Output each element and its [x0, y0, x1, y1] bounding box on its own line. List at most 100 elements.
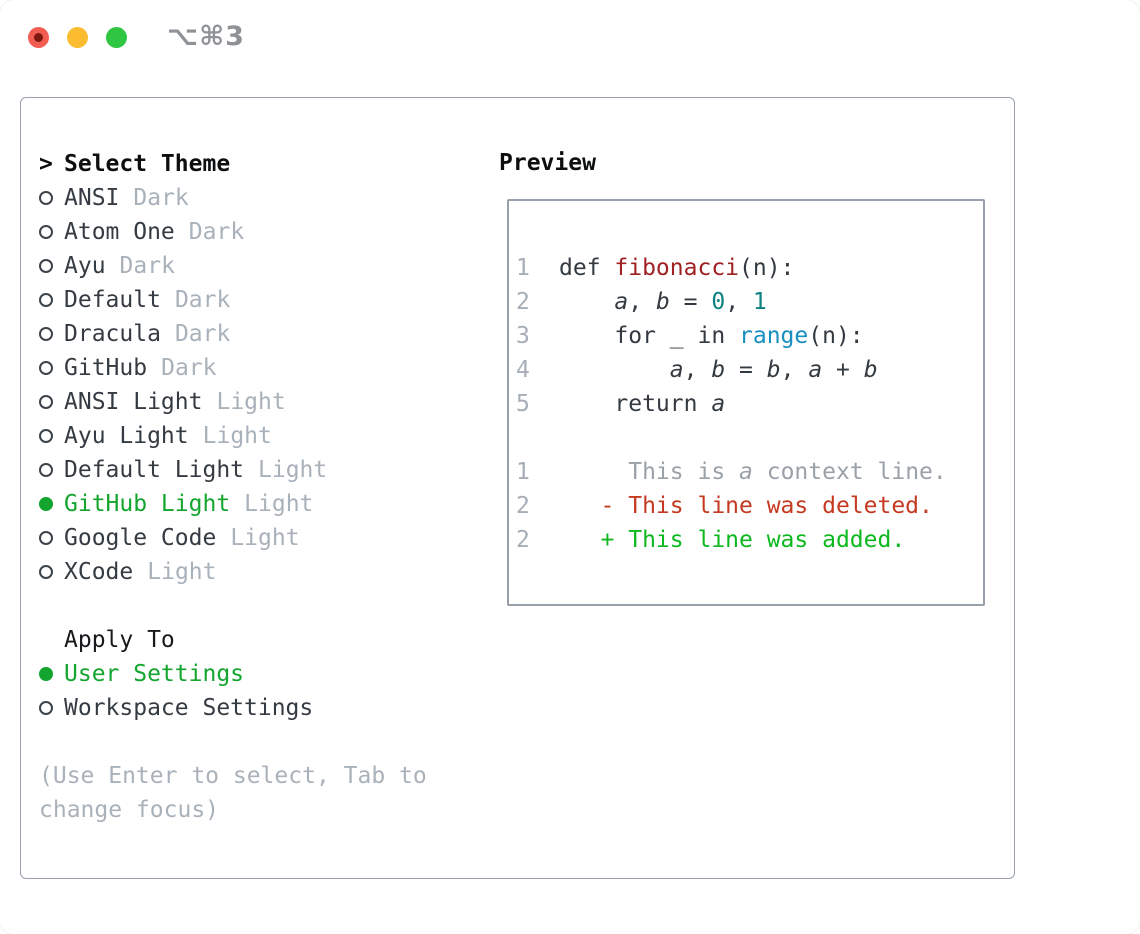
code-token: + This line was added. [559, 527, 906, 553]
radio-icon [39, 429, 53, 443]
code-token: range [739, 323, 809, 349]
code-line [516, 421, 983, 455]
code-token: This is [559, 459, 740, 485]
theme-variant: Light [147, 559, 217, 585]
code-token: b [766, 357, 781, 383]
theme-variant: Light [216, 389, 286, 415]
theme-option[interactable]: Dracula Dark [39, 317, 489, 351]
minimize-button[interactable] [67, 27, 88, 48]
theme-name: GitHub Light [64, 491, 231, 517]
section-gap [39, 589, 489, 623]
radio-icon [39, 565, 53, 579]
close-button[interactable] [28, 27, 49, 48]
preview-header: Preview [499, 150, 596, 176]
radio-icon [39, 395, 53, 409]
theme-variant: Dark [119, 253, 175, 279]
theme-variant: Dark [188, 219, 245, 245]
line-number: 1 [516, 255, 530, 281]
theme-name: ANSI [64, 185, 120, 211]
radio-icon [39, 191, 53, 205]
theme-variant: Dark [174, 321, 231, 347]
theme-name: Dracula [64, 321, 161, 347]
code-token: , [780, 357, 809, 383]
theme-option[interactable]: ANSI Dark [39, 181, 489, 215]
code-token: a [739, 459, 753, 485]
radio-icon [39, 225, 53, 239]
radio-icon [39, 701, 53, 715]
code-token: 0 [711, 289, 726, 315]
apply-option[interactable]: User Settings [39, 657, 489, 691]
radio-icon [39, 327, 53, 341]
code-line: 2 - This line was deleted. [516, 489, 983, 523]
theme-option[interactable]: Atom One Dark [39, 215, 489, 249]
radio-icon [39, 667, 53, 681]
theme-name: Default [64, 287, 161, 313]
code-line: 4 a, b = b, a + b [516, 353, 983, 387]
apply-to-header: Apply To [39, 623, 489, 657]
code-token: context line. [752, 459, 947, 485]
theme-name: Atom One [64, 219, 175, 245]
theme-variant: Light [202, 423, 272, 449]
theme-name: ANSI Light [64, 389, 203, 415]
prompt-arrow-icon: > [39, 151, 53, 177]
code-token: , [628, 289, 656, 315]
line-number: 3 [516, 323, 530, 349]
code-token: - This line was deleted. [559, 493, 933, 519]
code-token: for _ in [559, 323, 740, 349]
code-line: 2 a, b = 0, 1 [516, 285, 983, 319]
code-line: 1 This is a context line. [516, 455, 983, 489]
theme-option[interactable]: Default Dark [39, 283, 489, 317]
code-token: , [683, 357, 712, 383]
theme-option[interactable]: GitHub Dark [39, 351, 489, 385]
line-number: 4 [516, 357, 530, 383]
code-token: a [669, 357, 684, 383]
code-line: 2 + This line was added. [516, 523, 983, 557]
zoom-button[interactable] [106, 27, 127, 48]
code-token: b [655, 289, 670, 315]
apply-to-title: Apply To [64, 627, 175, 653]
radio-icon [39, 463, 53, 477]
code-token: (n): [808, 323, 864, 349]
hint-text: (Use Enter to select, Tab to change focu… [39, 763, 427, 823]
code-token: = [725, 357, 767, 383]
radio-icon [39, 497, 53, 511]
traffic-lights [28, 27, 127, 48]
code-token: a [711, 391, 726, 417]
theme-option[interactable]: GitHub Light Light [39, 487, 489, 521]
theme-variant: Dark [174, 287, 231, 313]
code-token: b [863, 357, 878, 383]
theme-variant: Dark [161, 355, 217, 381]
code-line: 3 for _ in range(n): [516, 319, 983, 353]
code-token [559, 357, 670, 383]
theme-name: GitHub [64, 355, 148, 381]
apply-option-label: Workspace Settings [64, 695, 314, 721]
code-token: 1 [752, 289, 767, 315]
theme-variant: Light [244, 491, 314, 517]
code-token [559, 289, 614, 315]
theme-variant: Dark [133, 185, 189, 211]
code-token: (n): [739, 255, 795, 281]
theme-option[interactable]: ANSI Light Light [39, 385, 489, 419]
line-number: 5 [516, 391, 530, 417]
radio-icon [39, 361, 53, 375]
close-dot-icon [34, 33, 43, 42]
code-token: , [725, 289, 753, 315]
line-number: 2 [516, 527, 530, 553]
radio-icon [39, 531, 53, 545]
theme-variant: Light [230, 525, 300, 551]
apply-option[interactable]: Workspace Settings [39, 691, 489, 725]
code-token: + [822, 357, 864, 383]
